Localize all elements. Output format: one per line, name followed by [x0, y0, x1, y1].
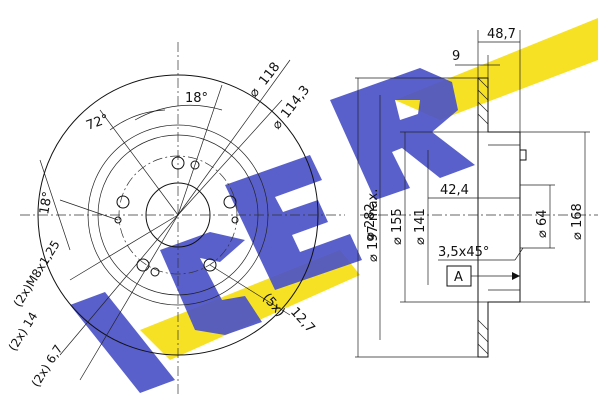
thread-label: (2x)M8x1,25: [11, 238, 63, 310]
thickness-9-label: 9: [452, 49, 460, 64]
threaded-hole: [190, 160, 200, 170]
dia-114-3-dimension: ⌀ 114,3: [269, 83, 313, 133]
dia-155-label: 155: [390, 208, 405, 233]
angle-arc-left: [109, 109, 166, 131]
hub-lip: [519, 149, 527, 161]
angle-top-label: 18°: [185, 91, 208, 106]
section-view: 48,7 9 ⌀ 282 ⌀ 197 max. ⌀ 155 ⌀ 141 ⌀ 64…: [355, 27, 598, 358]
chamfer-label: 3,5x45°: [438, 245, 489, 260]
dia-64-label: 64: [535, 209, 550, 226]
dia-141-label: 141: [413, 208, 428, 233]
locator-hole: [114, 216, 122, 224]
dia-168-group: ⌀ 168: [570, 203, 585, 240]
angle-left-label: 72°: [84, 112, 111, 134]
angle-side-label: 18°: [37, 190, 56, 215]
hole-12-7-label: 12,7: [287, 305, 318, 337]
hole-6-7-leader: [79, 214, 179, 381]
dia-168-label: 168: [570, 203, 585, 228]
dia-64-group: ⌀ 64: [535, 209, 550, 238]
bolt-hole: [116, 195, 130, 209]
datum-a-label: A: [454, 270, 463, 285]
section-hatch: [477, 77, 489, 355]
threaded-hole: [150, 267, 160, 277]
hole-12-7-leader: [209, 264, 291, 316]
angle-arc-top: [134, 104, 223, 121]
hole-14-label: (2x) 14: [6, 310, 41, 354]
bolt-hole: [171, 156, 185, 170]
dia-155-group: ⌀ 155: [390, 208, 405, 245]
datum-arrow: [512, 272, 520, 280]
angle-side-arc: [39, 159, 71, 251]
angle-side-line: [59, 199, 119, 221]
dia-118-leader: [177, 59, 291, 216]
width-48-7-label: 48,7: [487, 27, 516, 42]
dia-114-3-label: 114,3: [278, 83, 313, 122]
dia-197-group: ⌀ 197 max.: [366, 189, 381, 262]
bolt-hole: [203, 258, 217, 272]
hole-14-leader: [59, 214, 179, 356]
svg-text:⌀: ⌀: [269, 117, 286, 133]
bolt-hole: [136, 258, 150, 272]
hole-6-7-label: (2x) 6,7: [29, 342, 66, 389]
chamfer-leader: [514, 247, 524, 261]
dia-197-label: 197 max.: [366, 189, 381, 250]
icer-watermark-logo: [70, 18, 598, 393]
dia-141-group: ⌀ 141: [413, 208, 428, 245]
thread-leader: [69, 214, 179, 281]
svg-text:⌀: ⌀: [246, 85, 263, 101]
bolt-hole: [223, 195, 237, 209]
dia-282-group: ⌀ 282: [363, 203, 378, 240]
dia-118-label: 118: [256, 60, 283, 89]
angle-line: [177, 84, 223, 216]
locator-hole: [231, 216, 239, 224]
dia-282-label: 282: [363, 203, 378, 228]
dia-114-leader: [177, 99, 283, 216]
depth-42-4-label: 42,4: [440, 183, 469, 198]
